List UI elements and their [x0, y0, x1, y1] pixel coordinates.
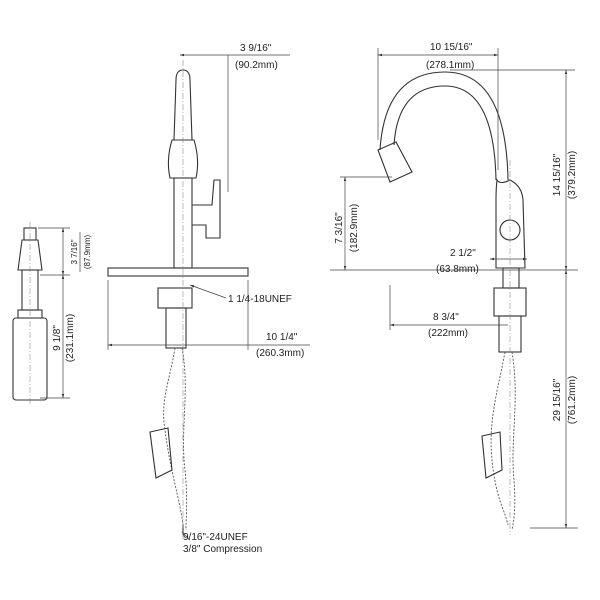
faucet-height-mm: (379.2mm) [567, 151, 578, 199]
soap-dimensions: 3 7/16" (87.9mm) 9 1/8" (231.1mm) [38, 227, 92, 399]
hose-offset-mm: (222mm) [428, 328, 468, 339]
deck-plate-width-mm: (260.3mm) [256, 348, 304, 359]
hose-thread: 9/16"-24UNEF [183, 532, 248, 543]
below-deck-length: 29 15/16" [552, 378, 563, 421]
spout-reach: 10 15/16" [430, 42, 473, 53]
faucet-height: 14 15/16" [552, 153, 563, 196]
spout-offset: 3 9/16" [240, 43, 272, 54]
side-view-dimensions: 10 15/16" (278.1mm) 14 15/16" (379.2mm) … [330, 42, 578, 529]
soap-total-height-mm: (231.1mm) [65, 314, 76, 362]
spout-reach-mm: (278.1mm) [426, 60, 474, 71]
spout-clearance: 7 3/16" [334, 212, 345, 244]
shank-thread: 1 1/4-18UNEF [228, 294, 292, 305]
spout-clearance-mm: (182.9mm) [349, 204, 360, 252]
hose-offset: 8 3/4" [433, 312, 459, 323]
base-diameter: 2 1/2" [450, 248, 476, 259]
soap-head-height: 3 7/16" [70, 239, 79, 264]
deck-plate-width: 10 1/4" [266, 332, 298, 343]
side-view-faucet-drawing [377, 71, 527, 535]
spout-offset-mm: (90.2mm) [235, 60, 278, 71]
soap-total-height: 9 1/8" [52, 325, 63, 351]
base-diameter-mm: (63.8mm) [436, 264, 479, 275]
front-view-faucet-drawing [107, 60, 249, 540]
hose-connection: 3/8" Compression [183, 544, 262, 555]
soap-head-height-mm: (87.9mm) [83, 235, 92, 270]
soap-dispenser-drawing [12, 222, 48, 405]
below-deck-length-mm: (761.2mm) [567, 376, 578, 424]
front-view-dimensions: 3 9/16" (90.2mm) 1 1/4-18UNEF 10 1/4" (2… [107, 43, 310, 555]
